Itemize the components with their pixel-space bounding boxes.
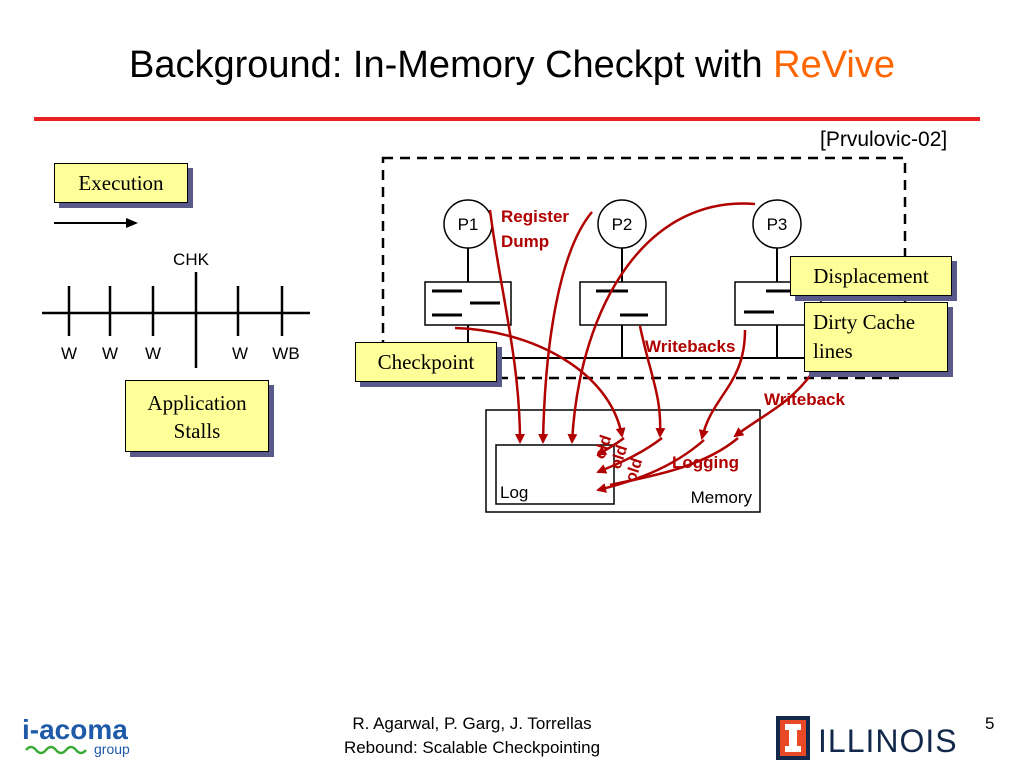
diagram-canvas: CHK W W W W WB P1 P2 P3 Log xyxy=(42,156,907,513)
event-label: W xyxy=(145,344,161,363)
slide-title: Background: In-Memory Checkpt with ReViv… xyxy=(0,44,1024,87)
memory-label: Memory xyxy=(691,488,753,507)
register-dump-arrows xyxy=(488,202,756,444)
i-acoma-logo-sub: group xyxy=(94,741,130,757)
execution-label: Execution xyxy=(78,171,164,195)
chk-label: CHK xyxy=(173,250,210,269)
logging-arrow xyxy=(609,437,739,487)
writeback-arrow-p1 xyxy=(454,326,626,438)
footer-authors: R. Agarwal, P. Garg, J. Torrellas xyxy=(352,714,592,733)
writeback-arrow-p2 xyxy=(638,325,666,438)
stall-label-line1: Application xyxy=(147,391,247,415)
log-label: Log xyxy=(500,483,528,502)
execution-box: Execution xyxy=(54,163,188,203)
event-label: W xyxy=(61,344,77,363)
checkpoint-box: Checkpoint xyxy=(355,342,497,382)
register-dump-arrow-p3 xyxy=(567,202,756,444)
event-label: W xyxy=(232,344,248,363)
wave-icon xyxy=(25,745,87,755)
processor-label-p1: P1 xyxy=(458,215,479,234)
log-block xyxy=(495,444,615,505)
old-label: old xyxy=(592,433,616,461)
processor-p1: P1 xyxy=(424,199,512,358)
writeback-arrow-p3 xyxy=(698,329,747,440)
dirty-cache-lines-box: Dirty Cache lines xyxy=(804,302,948,372)
checkpoint-label: Checkpoint xyxy=(377,350,475,374)
processor-label-p3: P3 xyxy=(767,215,788,234)
page-number: 5 xyxy=(985,714,995,733)
logging-arrow xyxy=(596,439,705,493)
logging-label: Logging xyxy=(672,453,739,472)
old-label: old xyxy=(608,443,632,471)
illinois-logo: ILLINOIS xyxy=(776,716,958,760)
processor-p2: P2 xyxy=(579,199,667,358)
citation: [Prvulovic-02] xyxy=(820,128,948,151)
register-dump-label-line2: Dump xyxy=(501,232,549,251)
logging-arrow xyxy=(596,437,625,457)
displacement-label: Displacement xyxy=(813,264,929,288)
logging-arrows xyxy=(596,437,739,493)
i-acoma-logo: i-acoma group xyxy=(22,714,130,757)
logging-arrow xyxy=(596,437,663,474)
event-label: W xyxy=(102,344,118,363)
stall-label-line2: Stalls xyxy=(173,419,221,443)
register-dump-arrow-p1 xyxy=(488,209,525,444)
dirty-label-line1: Dirty Cache xyxy=(813,310,916,334)
writeback-label: Writeback xyxy=(764,390,845,409)
dirty-label-line2: lines xyxy=(813,339,853,363)
title-rule xyxy=(34,117,980,121)
footer-subtitle: Rebound: Scalable Checkpointing xyxy=(343,738,601,757)
event-label: WB xyxy=(272,344,299,363)
i-acoma-logo-text: i-acoma xyxy=(22,714,128,745)
displacement-box: Displacement xyxy=(790,256,952,296)
title-accent: ReVive xyxy=(773,44,895,86)
old-label: old xyxy=(623,456,647,484)
writebacks-label: Writebacks xyxy=(645,337,735,356)
register-dump-label-line1: Register xyxy=(501,207,569,226)
illinois-logo-text: ILLINOIS xyxy=(818,723,958,759)
title-main: Background: In-Memory Checkpt with xyxy=(129,44,774,86)
processor-label-p2: P2 xyxy=(612,215,633,234)
register-dump-arrow-p2 xyxy=(538,211,593,444)
